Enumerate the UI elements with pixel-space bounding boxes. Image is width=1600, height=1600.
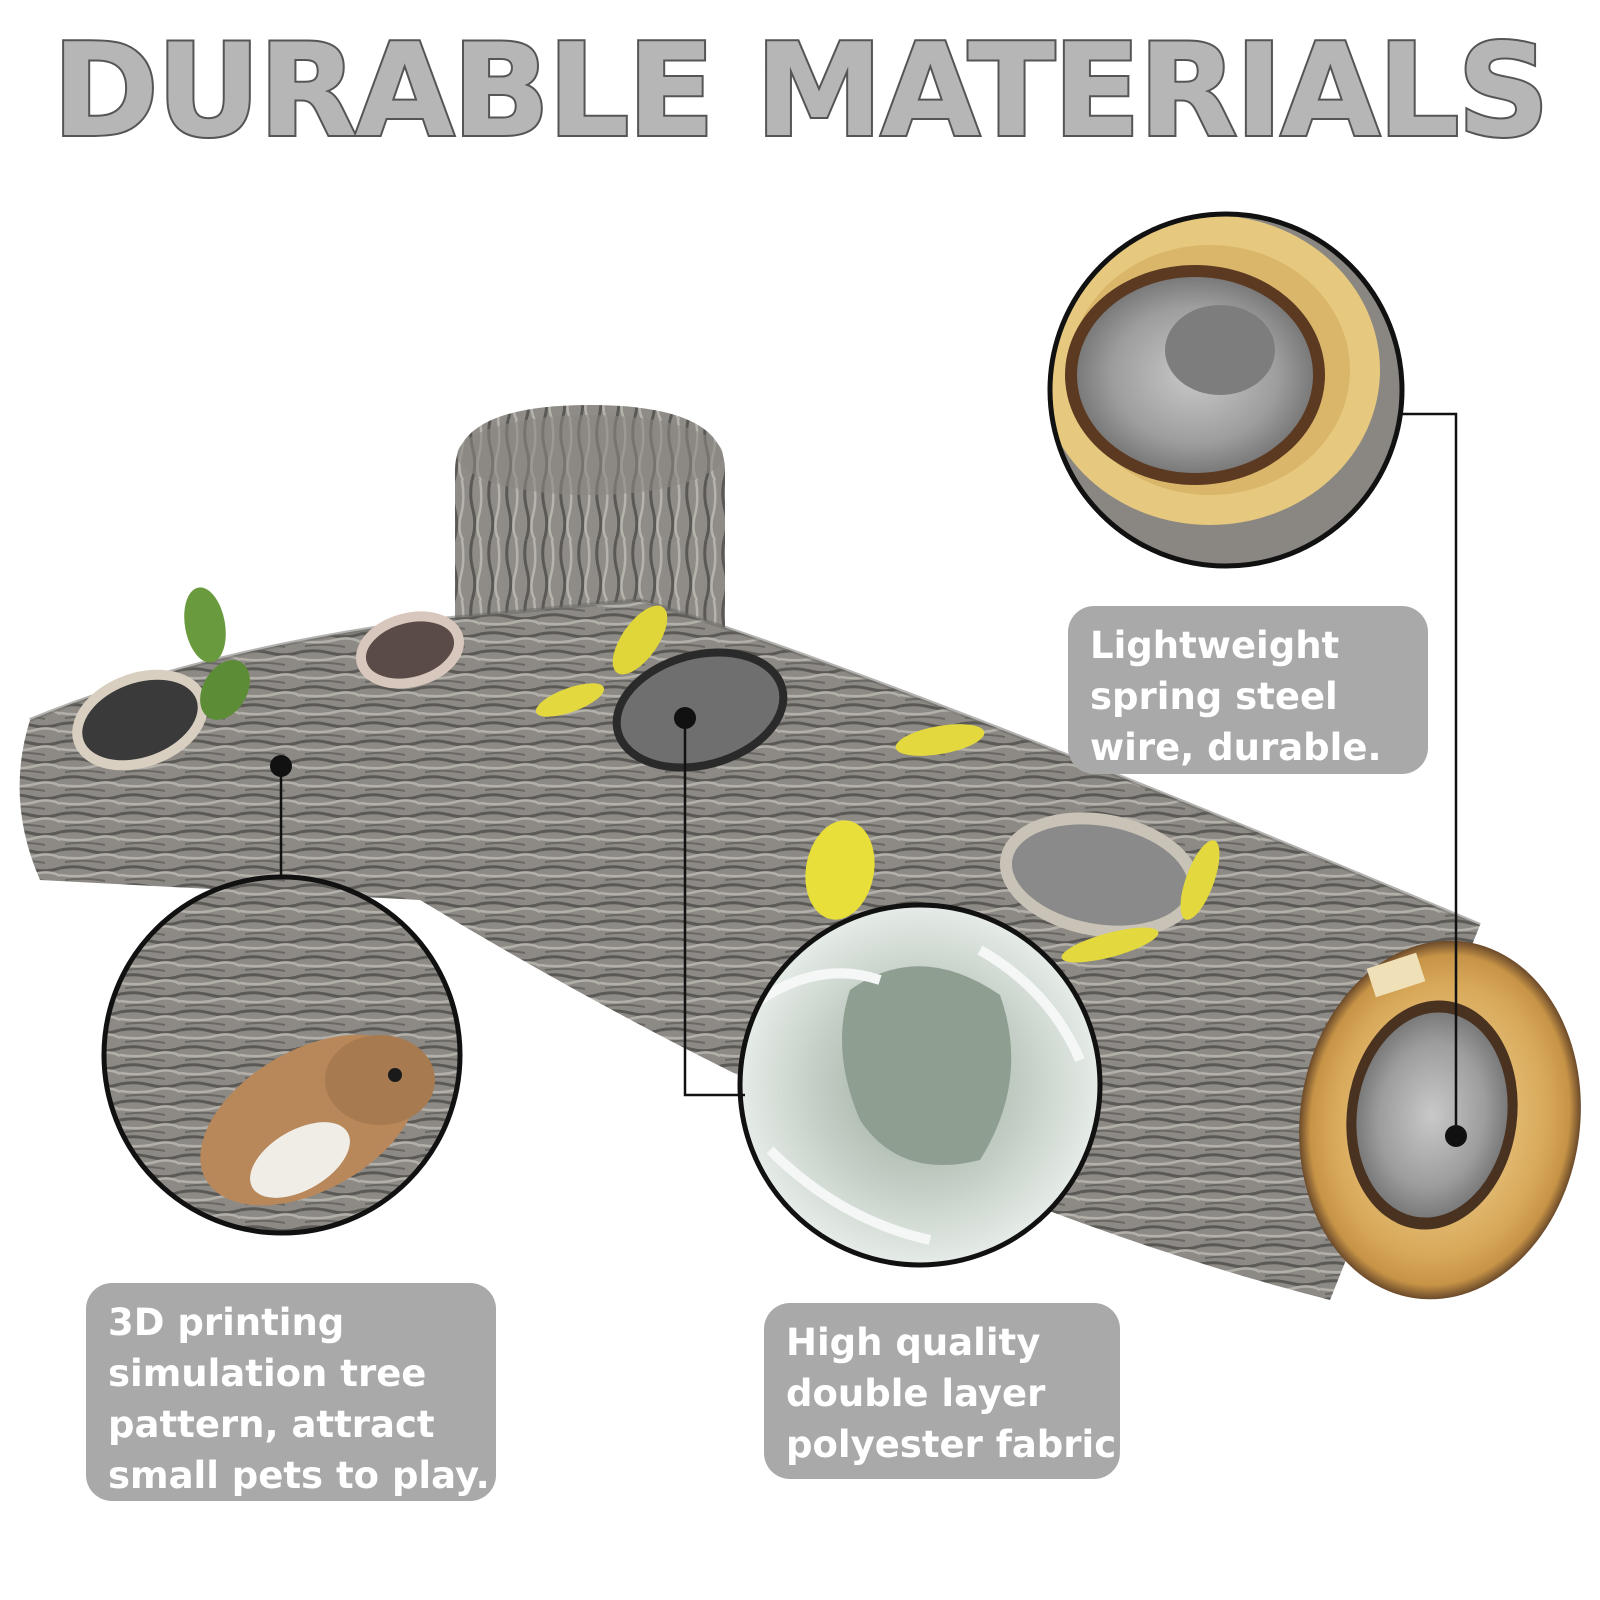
callout-3d-printing: 3D printing simulation tree pattern, att… [86,1283,496,1501]
callout-line: spring steel [1090,675,1338,718]
callout-line: Lightweight [1090,624,1340,667]
tunnel-branch [455,405,725,640]
tunnel-holes [72,611,1201,938]
callout-spring-steel: Lightweight spring steel wire, durable. [1068,606,1428,774]
callout-line: 3D printing [108,1301,345,1344]
tunnel-body [19,597,1481,1300]
marker-dots [270,707,1467,1147]
zoom-circle-steel [1047,211,1405,569]
callout-line: double layer [786,1372,1046,1415]
callout-line: polyester fabric. [786,1423,1131,1466]
callout-line: wire, durable. [1090,726,1382,769]
leader-lines [279,412,1458,1136]
decorative-leaves [184,587,1220,963]
callout-line: High quality [786,1321,1041,1364]
headline: DURABLE MATERIALS [50,17,1551,166]
callout-polyester-fabric: High quality double layer polyester fabr… [764,1303,1131,1479]
zoom-circle-fabric [737,902,1103,1268]
callout-line: simulation tree [108,1352,427,1395]
callout-line: small pets to play. [108,1454,490,1497]
zoom-circle-print [101,874,463,1236]
callout-line: pattern, attract [108,1403,435,1446]
tunnel-end-rings [1299,940,1581,1300]
